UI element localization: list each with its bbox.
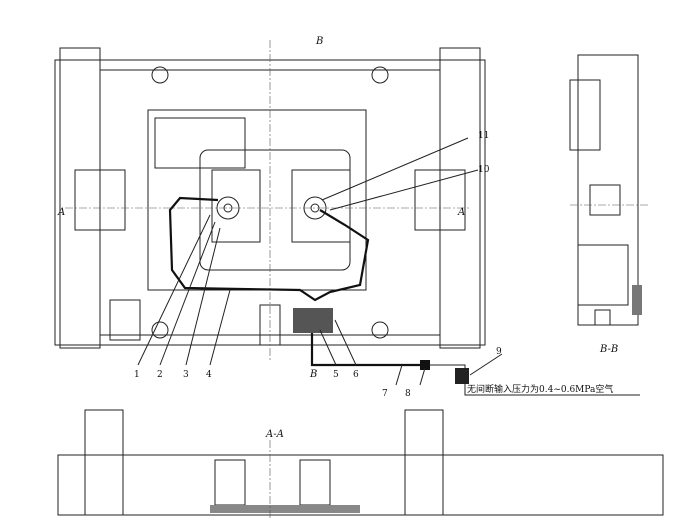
section-mark-b-top: B — [315, 36, 323, 47]
part-label-10: 10 — [478, 165, 490, 175]
part-label-9: 9 — [496, 347, 502, 357]
part-label-1: 1 — [134, 370, 140, 380]
part-label-11: 11 — [478, 131, 489, 141]
part-label-5: 5 — [333, 370, 339, 380]
section-mark-a-left: A — [57, 207, 65, 218]
section-bb-view — [569, 54, 650, 326]
section-aa-view — [57, 409, 664, 520]
valve-block — [293, 308, 333, 333]
section-mark-b-bottom: B — [309, 369, 317, 380]
air-pipe — [168, 196, 370, 302]
air-supply-note: 无间断输入压力为0.4~0.6MPa空气 — [467, 383, 613, 395]
part-label-3: 3 — [183, 370, 189, 380]
part-label-8: 8 — [405, 389, 411, 399]
plan-view — [54, 40, 640, 396]
part-label-7: 7 — [382, 389, 388, 399]
regulator-icon — [455, 368, 469, 384]
view-title-aa: A-A — [265, 429, 284, 440]
part-label-2: 2 — [157, 370, 163, 380]
view-title-bb: B-B — [599, 344, 618, 355]
part-label-4: 4 — [206, 370, 212, 380]
part-label-6: 6 — [353, 370, 359, 380]
section-mark-a-right: A — [457, 207, 465, 218]
